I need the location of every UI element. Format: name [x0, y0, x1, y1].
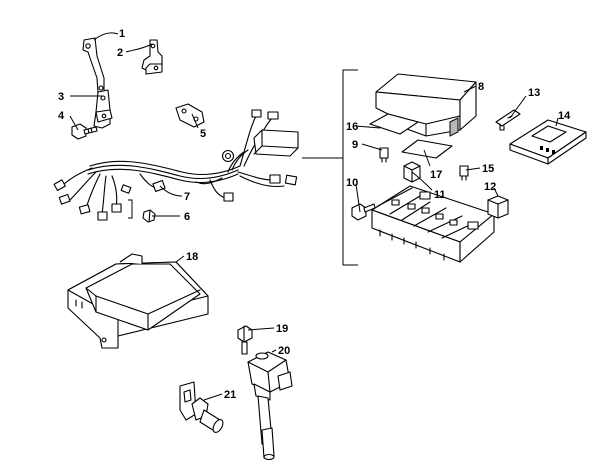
callout-6: 6	[184, 211, 190, 223]
callout-12: 12	[484, 181, 496, 193]
callout-15: 15	[482, 163, 494, 175]
part-18-ecu	[67, 253, 209, 349]
callout-20: 20	[278, 345, 290, 357]
callout-14: 14	[558, 110, 571, 122]
part-20-ignition-coil	[247, 351, 293, 461]
callout-1: 1	[119, 28, 125, 40]
callout-21: 21	[224, 389, 236, 401]
callout-9: 9	[352, 139, 358, 151]
fuse-box-body	[371, 185, 495, 263]
callout-leaders	[69, 32, 559, 401]
part-9-fuse	[379, 147, 389, 163]
part-13-fuse-puller	[495, 109, 521, 131]
callout-18: 18	[186, 251, 198, 263]
part-1-bracket	[82, 37, 105, 94]
callout-8: 8	[478, 81, 484, 93]
callout-16: 16	[346, 121, 358, 133]
part-21-sensor	[179, 381, 224, 433]
part-14-spare-fuse-block	[509, 119, 587, 165]
part-5-bracket	[175, 103, 205, 128]
callout-17: 17	[430, 169, 442, 181]
fuse-box-group-bracket	[302, 69, 358, 266]
part-17-label-sheet	[401, 139, 453, 159]
callout-4: 4	[58, 110, 65, 122]
callout-19: 19	[276, 323, 288, 335]
callout-10: 10	[346, 177, 358, 189]
callout-11: 11	[434, 189, 446, 201]
part-12-relay	[487, 195, 509, 219]
part-4-bolt	[71, 123, 98, 140]
callout-5: 5	[200, 128, 206, 140]
callout-3: 3	[58, 91, 64, 103]
callout-13: 13	[528, 87, 540, 99]
callout-labels: 1 2 3 4 5 6 7 8 9 10 11 12 13 14 15 16 1…	[58, 28, 571, 401]
part-6-bolt	[142, 209, 156, 223]
part-10-bolt	[351, 203, 376, 221]
callout-7: 7	[184, 191, 190, 203]
part-3-bracket	[93, 89, 113, 129]
part-16-label-sheet	[369, 113, 419, 135]
callout-2: 2	[117, 47, 123, 59]
part-2-bracket	[141, 39, 163, 75]
part-7-wiring-harness	[53, 109, 299, 221]
part-15-fuse	[459, 165, 469, 181]
